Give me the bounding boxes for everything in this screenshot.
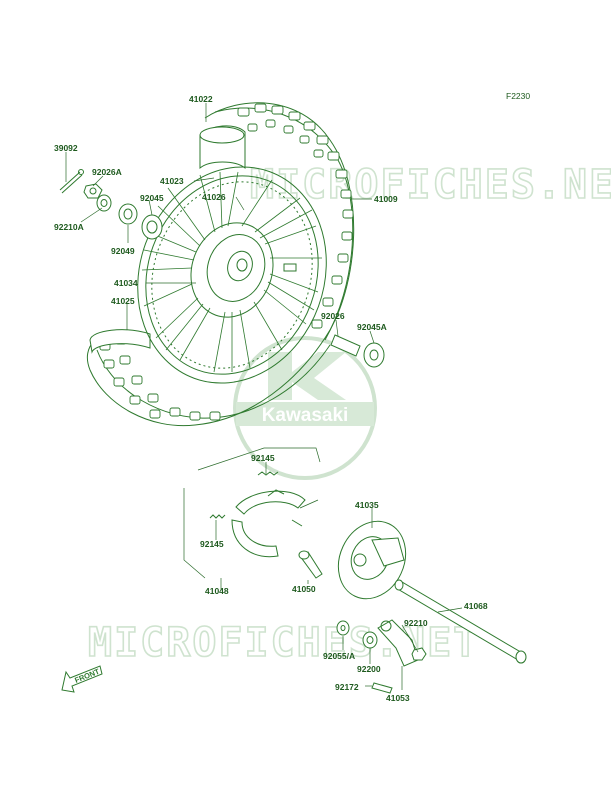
label-92045: 92045 [140,193,164,203]
label-92210a: 92210A [54,222,84,232]
cotter-pin-39092 [59,169,84,194]
bearing-92045 [141,214,163,240]
axle-41068 [394,579,527,664]
figure-code: F2230 [506,91,530,101]
label-41050: 41050 [292,584,316,594]
front-arrow-label: FRONT [73,667,101,685]
label-92026: 92026 [321,311,345,321]
front-arrow-icon: FRONT [61,665,103,693]
part-labels: 41022 39092 92026A 41023 41026 92045 410… [54,94,488,703]
label-41025: 41025 [111,296,135,306]
label-39092: 39092 [54,143,78,153]
label-41053: 41053 [386,693,410,703]
label-41034: 41034 [114,278,138,288]
tire-41009 [87,102,355,427]
label-41023: 41023 [160,176,184,186]
leader-lines [65,103,463,690]
label-41035: 41035 [355,500,379,510]
watermark-site-upper: MICROFICHES.NET [250,162,611,208]
label-92200: 92200 [357,664,381,674]
wheel-rim-spokes [137,166,327,384]
collar-92210a [96,194,112,212]
label-92210: 92210 [404,618,428,628]
watermark-brand: Kawasaki [262,405,349,426]
ring-92200 [362,631,378,649]
nut-92210 [411,647,427,661]
label-92026a: 92026A [92,167,122,177]
label-41022: 41022 [189,94,213,104]
brake-panel-41035 [337,520,407,600]
cam-41050 [298,550,323,579]
label-92049: 92049 [111,246,135,256]
seal-92049 [118,203,138,225]
washer-92055a [336,620,350,636]
label-41048: 41048 [205,586,229,596]
nut-92026a [83,183,103,199]
label-41068: 41068 [464,601,488,611]
brake-shoe-group [183,447,321,579]
label-92055a: 92055/A [323,651,355,661]
spacer-92026 [330,334,361,357]
bearing-92045a [363,342,385,368]
label-92172: 92172 [335,682,359,692]
label-41009: 41009 [374,194,398,204]
label-41026: 41026 [202,192,226,202]
label-92045a: 92045A [357,322,387,332]
label-92145-upper: 92145 [251,453,275,463]
bolt-92172 [371,682,393,694]
label-92145-lower: 92145 [200,539,224,549]
